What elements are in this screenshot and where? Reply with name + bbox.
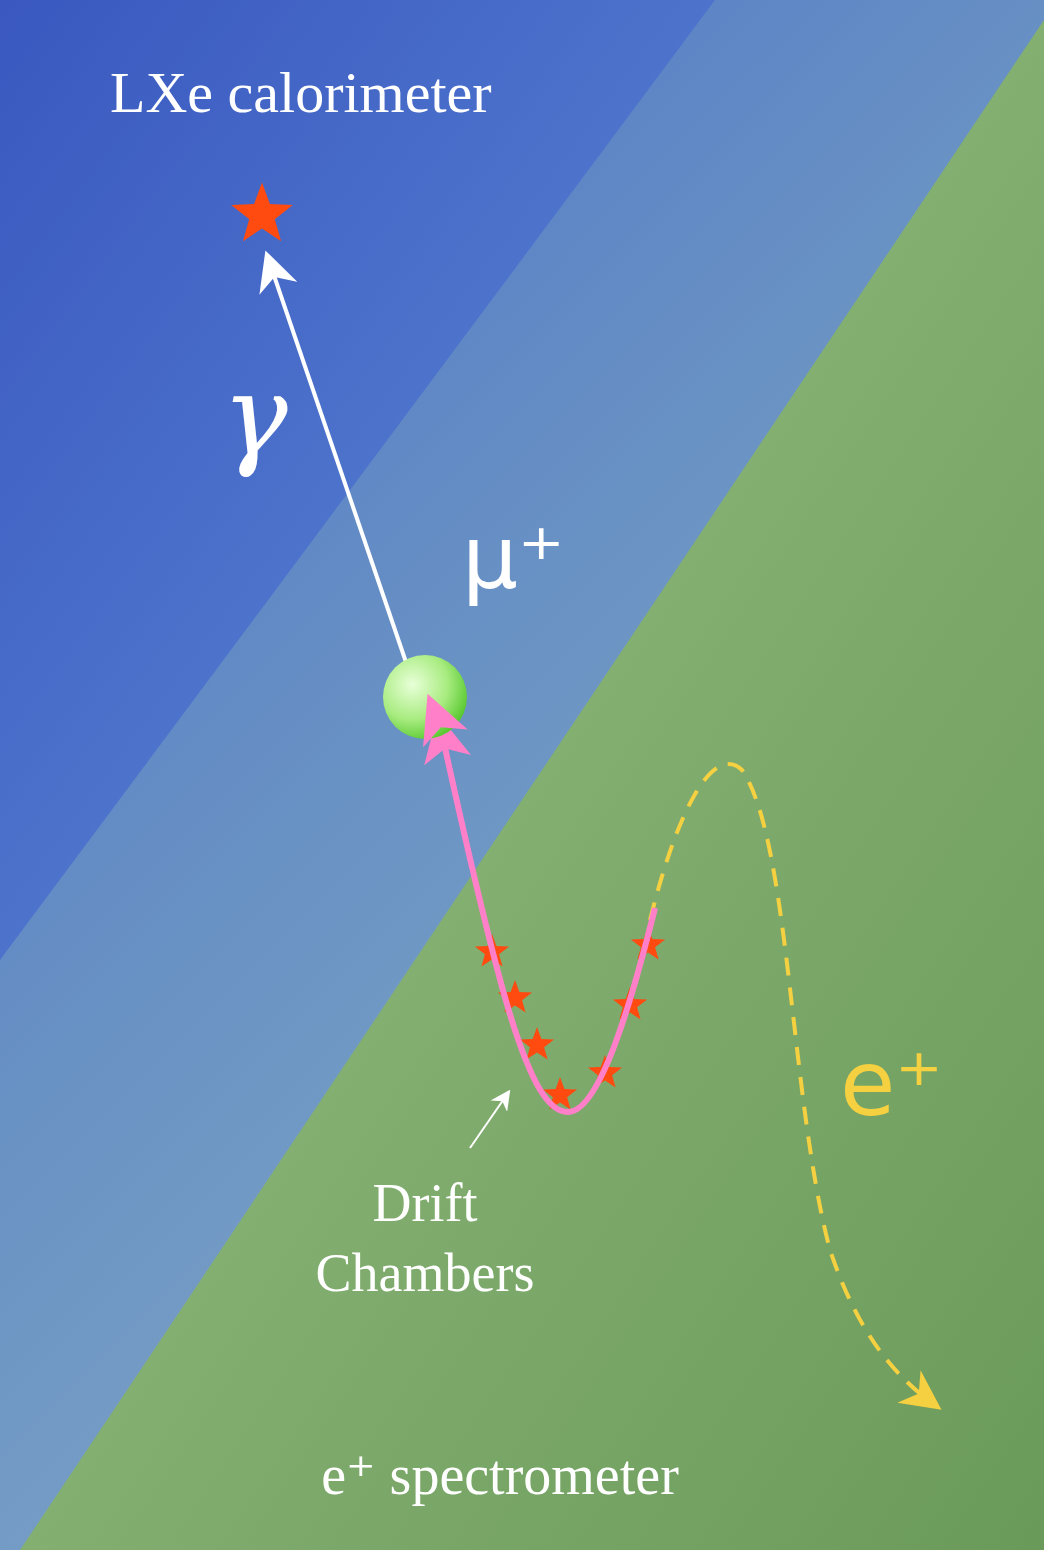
region-label: LXe calorimeter — [110, 58, 492, 128]
positron-track-fit — [440, 725, 655, 1112]
drift-chamber-hits — [475, 927, 665, 1110]
muon-target — [383, 655, 467, 739]
track-arrow-head — [432, 705, 440, 725]
region-label: e⁺ spectrometer — [321, 1442, 679, 1509]
muon-label: μ⁺ — [462, 505, 564, 611]
leader-line — [470, 1093, 508, 1148]
positron-label: e⁺ — [840, 1030, 943, 1138]
gamma-arrow — [268, 258, 408, 668]
part-name: Drift Chambers — [275, 1168, 575, 1308]
hit-star — [231, 183, 293, 242]
photon-label: γ — [222, 350, 288, 482]
